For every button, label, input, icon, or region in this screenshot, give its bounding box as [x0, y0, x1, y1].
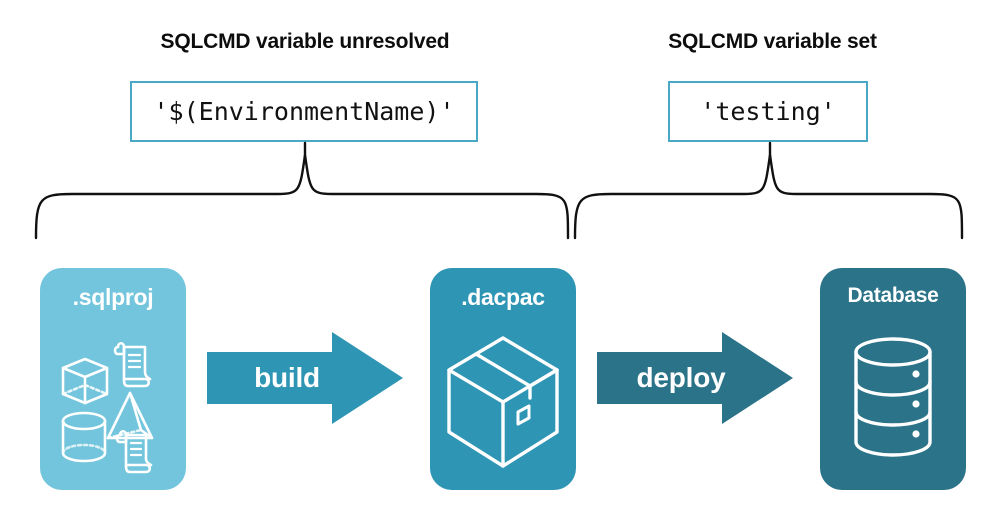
brace-left-icon: [34, 154, 570, 240]
stage-box-sqlproj: .sqlproj: [40, 268, 186, 490]
stage-box-dacpac: .dacpac: [430, 268, 576, 490]
database-cylinder-icon: [854, 337, 932, 457]
sql-project-objects-icon: [61, 341, 154, 474]
arrow-build-icon: [207, 332, 403, 424]
stage-label-dacpac: .dacpac: [461, 284, 545, 310]
arrow-deploy: deploy: [597, 330, 797, 426]
package-box-icon: [447, 336, 559, 468]
stage-label-sqlproj: .sqlproj: [72, 284, 154, 310]
arrow-deploy-icon: [597, 332, 793, 424]
section-title-right: SQLCMD variable set: [668, 30, 877, 53]
stage-box-database: Database: [820, 268, 966, 490]
brace-right-icon: [573, 154, 964, 240]
code-box-environment-name: '$(EnvironmentName)': [130, 81, 478, 142]
arrow-build: build: [207, 330, 407, 426]
code-box-testing: 'testing': [668, 81, 868, 142]
stage-label-database: Database: [847, 284, 939, 307]
section-title-left: SQLCMD variable unresolved: [160, 30, 450, 53]
